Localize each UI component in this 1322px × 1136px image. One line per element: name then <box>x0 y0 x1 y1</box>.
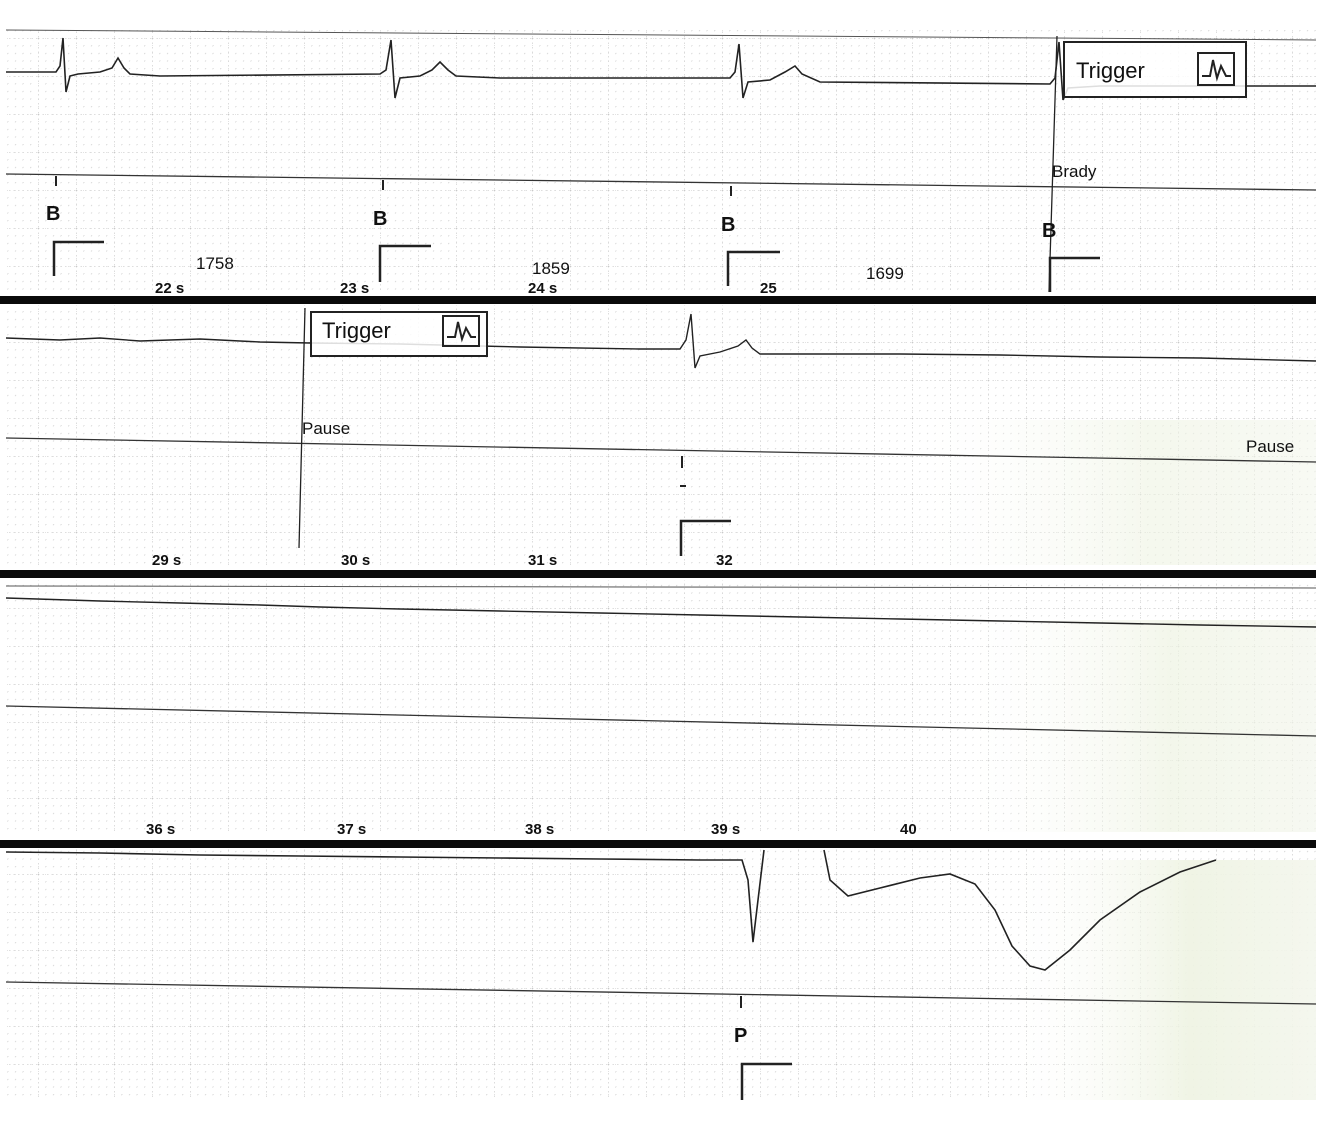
marker-b: B <box>46 203 60 225</box>
ecg-strip-3 <box>0 580 1317 848</box>
time-label: 39 s <box>711 821 740 838</box>
event-label-pause: Pause <box>302 419 350 438</box>
time-label: 32 <box>716 552 733 569</box>
time-label: 40 <box>900 821 917 838</box>
ecg-trace <box>5 597 1317 628</box>
marker-b: B <box>721 214 735 236</box>
beat-markers: P <box>734 996 792 1100</box>
marker-p: P <box>734 1025 747 1047</box>
channel-divider <box>5 981 1317 1005</box>
channel-divider <box>5 173 1317 191</box>
rr-interval: 1859 <box>532 259 570 278</box>
time-label: 24 s <box>528 280 557 297</box>
ecg-trace <box>5 849 1217 971</box>
ecg-strip-4: P <box>5 848 1317 1100</box>
event-label-brady: Brady <box>1052 162 1097 181</box>
time-label: 37 s <box>337 821 366 838</box>
time-label: 25 <box>760 280 777 297</box>
event-label-pause: Pause <box>1246 437 1294 456</box>
ecg-waveform-icon <box>442 315 480 347</box>
channel-divider <box>5 705 1317 737</box>
trigger-line <box>298 307 306 549</box>
ecg-strip-1: Trigger Brady B B B B 1758 1859 1699 <box>0 29 1317 304</box>
time-label: 29 s <box>152 552 181 569</box>
strip-border <box>5 29 1317 41</box>
strip-border <box>5 585 1317 589</box>
rr-interval: 1699 <box>866 264 904 283</box>
strip-separator <box>0 296 1316 304</box>
trigger-line <box>1048 35 1058 293</box>
trigger-label: Trigger <box>1076 58 1145 83</box>
marker-b: B <box>1042 220 1056 242</box>
time-label: 36 s <box>146 821 175 838</box>
rr-interval: 1758 <box>196 254 234 273</box>
marker-b: B <box>373 208 387 230</box>
ecg-trace <box>6 37 1316 101</box>
strip-separator <box>0 570 1316 578</box>
time-label: 38 s <box>525 821 554 838</box>
beat-markers: B B B B <box>46 176 1100 292</box>
time-label: 23 s <box>340 280 369 297</box>
time-axis-labels: 22 s 23 s 24 s 25 29 s 30 s 31 s 32 36 s… <box>146 280 917 838</box>
time-label: 31 s <box>528 552 557 569</box>
beat-markers <box>679 456 731 556</box>
channel-divider <box>5 437 1317 463</box>
time-label: 30 s <box>341 552 370 569</box>
ecg-waveform-icon <box>1197 52 1235 86</box>
trigger-box: Trigger <box>310 311 488 357</box>
time-label: 22 s <box>155 280 184 297</box>
ecg-trace <box>5 313 1317 369</box>
trigger-box: Trigger <box>1063 41 1247 98</box>
trigger-label: Trigger <box>322 318 391 343</box>
ecg-strip-2: Trigger Pause Pause <box>0 305 1317 578</box>
strip-separator <box>0 840 1316 848</box>
